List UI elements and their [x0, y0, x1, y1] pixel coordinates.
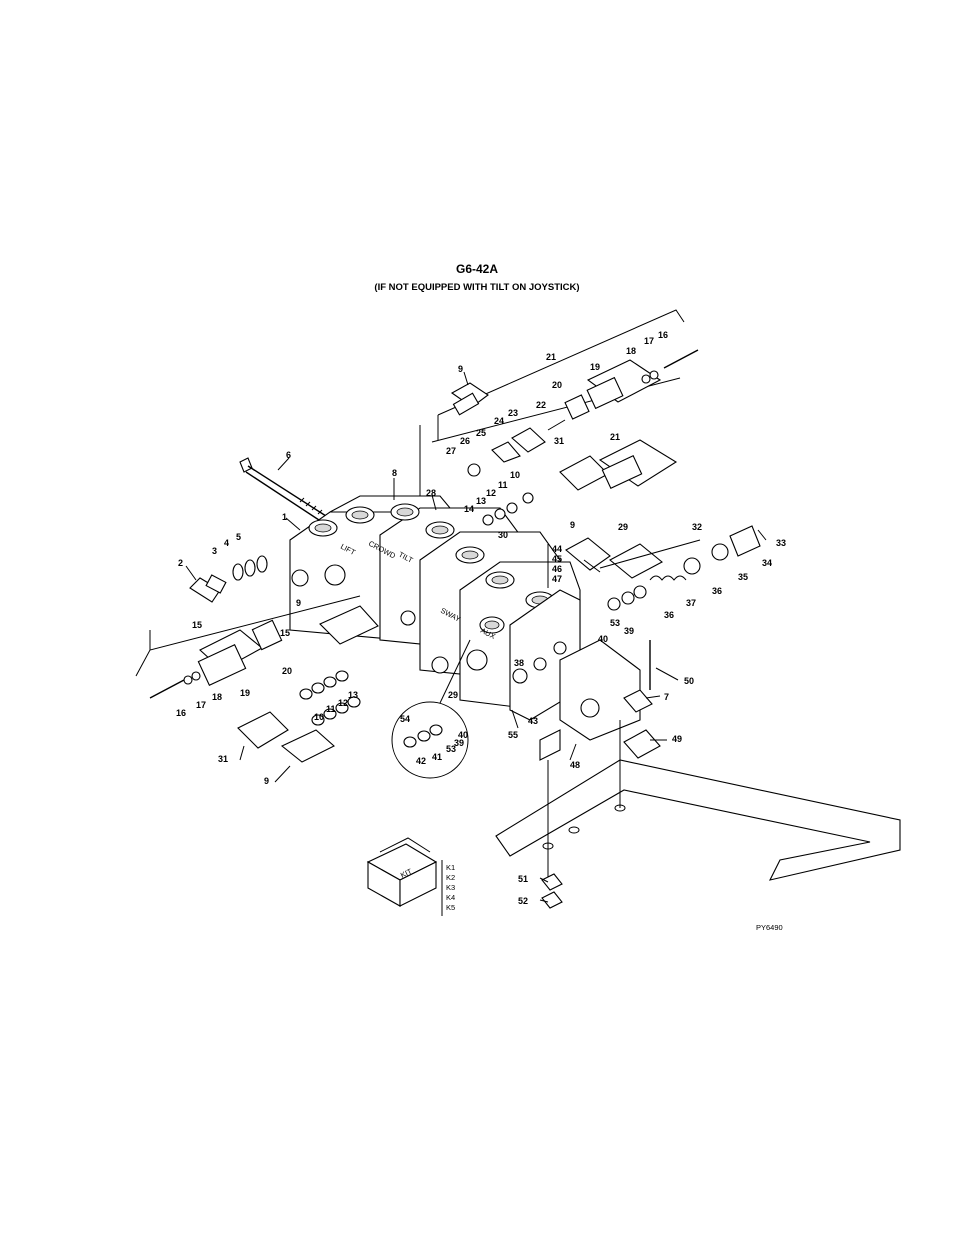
callout-26: 26	[460, 436, 470, 446]
callout-52: 52	[518, 896, 528, 906]
callout-13-top: 13	[476, 496, 486, 506]
kit-item-k4: K4	[446, 893, 455, 902]
callout-18-bottom: 18	[212, 692, 222, 702]
kit-item-k1: K1	[446, 863, 455, 872]
callout-53-right: 53	[610, 618, 620, 628]
tie-bolt	[239, 457, 327, 523]
callout-31-bottom: 31	[218, 754, 228, 764]
callout-25: 25	[476, 428, 486, 438]
callout-8: 8	[392, 468, 397, 478]
callout-11-top: 11	[498, 480, 508, 490]
callout-40-detail: 40	[458, 730, 468, 740]
callout-17-bottom: 17	[196, 700, 206, 710]
left-fitting-parts	[189, 555, 268, 603]
callout-9-bottom: 9	[264, 776, 269, 786]
callout-20-top: 20	[552, 380, 562, 390]
callout-51: 51	[518, 874, 528, 884]
callout-15-mid: 15	[280, 628, 290, 638]
callout-32: 32	[692, 522, 702, 532]
figure-part-number: PY6490	[756, 923, 783, 932]
kit-list: K1 K2 K3 K4 K5	[446, 863, 455, 912]
callout-16-top: 16	[658, 330, 668, 340]
callout-20-bottom: 20	[282, 666, 292, 676]
callout-31-top: 31	[554, 436, 564, 446]
callout-27: 27	[446, 446, 456, 456]
callout-13-bottom: 13	[348, 690, 358, 700]
callout-36-b: 36	[664, 610, 674, 620]
callout-44: 44	[552, 544, 562, 554]
callout-36-a: 36	[712, 586, 722, 596]
kit-item-k5: K5	[446, 903, 455, 912]
callout-55: 55	[508, 730, 518, 740]
callout-47: 47	[552, 574, 562, 584]
callout-4: 4	[224, 538, 229, 548]
figure-title: G6-42A	[455, 262, 499, 276]
callout-35: 35	[738, 572, 748, 582]
detail-circle	[391, 639, 471, 779]
callout-1: 1	[282, 512, 287, 522]
figure-subtitle: (IF NOT EQUIPPED WITH TILT ON JOYSTICK)	[374, 282, 580, 293]
top-cylinder-parts	[450, 349, 699, 526]
callout-6: 6	[286, 450, 291, 460]
callout-9-right: 9	[570, 520, 575, 530]
callout-leaders	[149, 371, 767, 903]
callout-43: 43	[528, 716, 538, 726]
callout-39-right: 39	[624, 626, 634, 636]
callout-14: 14	[464, 504, 474, 514]
callout-21-top: 21	[546, 352, 556, 362]
callout-19-top: 19	[590, 362, 600, 372]
kit-item-k3: K3	[446, 883, 455, 892]
callout-40-right: 40	[598, 634, 608, 644]
callout-29-bottom: 29	[448, 690, 458, 700]
callout-54: 54	[400, 714, 410, 724]
callout-10-top: 10	[510, 470, 520, 480]
callout-9-top: 9	[458, 364, 463, 374]
callout-33: 33	[776, 538, 786, 548]
callout-16-bottom: 16	[176, 708, 186, 718]
callout-17-top: 17	[644, 336, 654, 346]
end-plate-and-bracket	[495, 589, 901, 909]
callout-46: 46	[552, 564, 562, 574]
callout-3: 3	[212, 546, 217, 556]
callout-24: 24	[494, 416, 504, 426]
callout-48: 48	[570, 760, 580, 770]
callout-11-bottom: 11	[326, 704, 336, 714]
callout-19-bottom: 19	[240, 688, 250, 698]
callout-2: 2	[178, 558, 183, 568]
callout-45: 45	[552, 554, 562, 564]
kit-box: KIT	[366, 837, 443, 916]
callout-12-bottom: 12	[338, 698, 348, 708]
callout-50: 50	[684, 676, 694, 686]
callout-49: 49	[672, 734, 682, 744]
callout-22: 22	[536, 400, 546, 410]
callout-29-right: 29	[618, 522, 628, 532]
callout-21-mid: 21	[610, 432, 620, 442]
callout-12-top: 12	[486, 488, 496, 498]
callout-28: 28	[426, 488, 436, 498]
callout-41: 41	[432, 752, 442, 762]
kit-item-k2: K2	[446, 873, 455, 882]
callout-30: 30	[498, 530, 508, 540]
right-relief-parts	[565, 525, 761, 611]
callout-15-left: 15	[192, 620, 202, 630]
callout-39-detail: 39	[454, 738, 464, 748]
callout-23: 23	[508, 408, 518, 418]
left-cylinder-parts	[135, 595, 379, 763]
callout-18-top: 18	[626, 346, 636, 356]
callout-42: 42	[416, 756, 426, 766]
callout-7: 7	[664, 692, 669, 702]
callout-37: 37	[686, 598, 696, 608]
callout-9-left: 9	[296, 598, 301, 608]
callout-34: 34	[762, 558, 772, 568]
callout-10-bottom: 10	[314, 712, 324, 722]
callout-5: 5	[236, 532, 241, 542]
callout-38: 38	[514, 658, 524, 668]
callout-53-detail: 53	[446, 744, 456, 754]
callout-numbers: 1 2 3 4 5 6 8 9 9 9 9 10 10 11 11 12 12 …	[176, 330, 786, 906]
